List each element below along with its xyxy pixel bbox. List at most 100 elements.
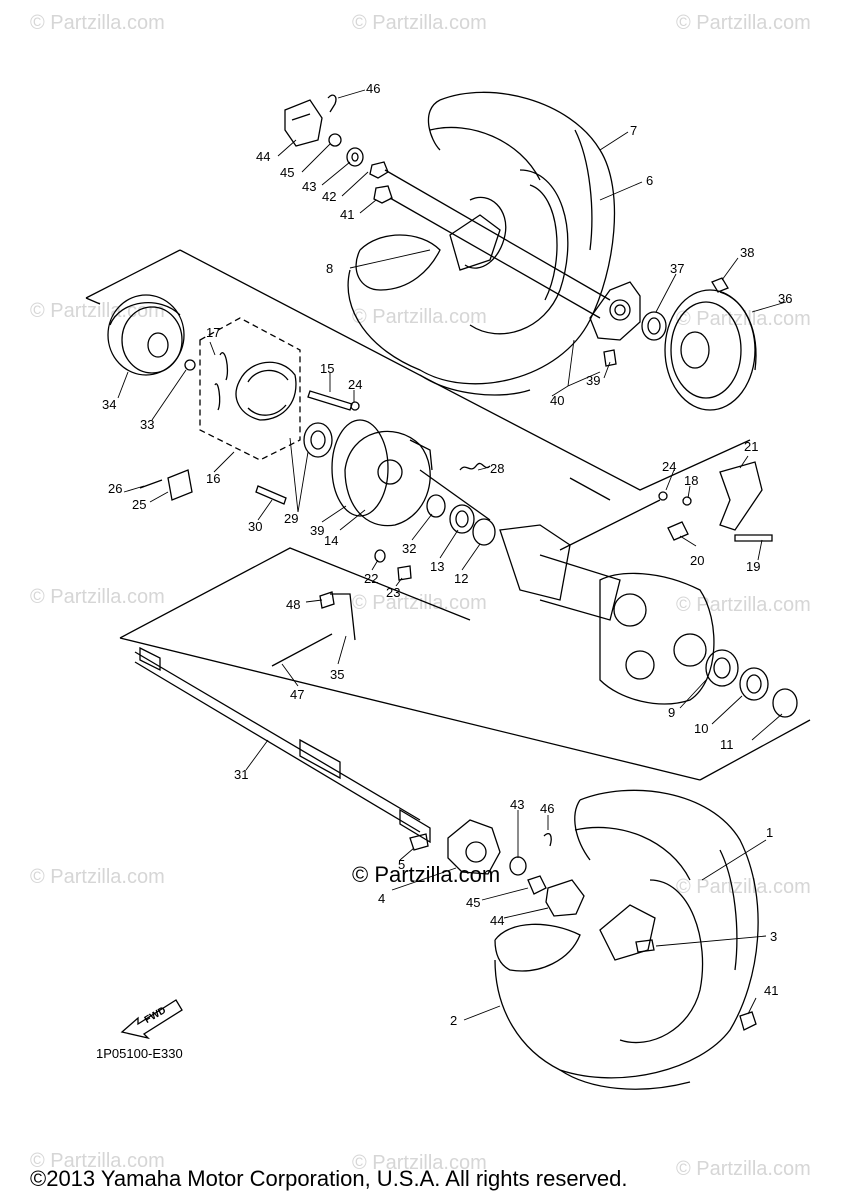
- callout-3: 3: [770, 929, 778, 944]
- callout-37: 38: [740, 245, 755, 260]
- callout-46: 46: [366, 81, 381, 96]
- callout-45b: 45: [466, 895, 481, 910]
- callout-6: 6: [646, 173, 654, 188]
- callout-5: 5: [398, 857, 406, 872]
- callout-25: 25: [132, 497, 147, 512]
- watermark: © Partzilla.com: [676, 1158, 811, 1180]
- callout-16: 16: [206, 471, 221, 486]
- brake-drum-35: [664, 289, 757, 411]
- callout-44b: 44: [490, 913, 505, 928]
- collar-11: [772, 688, 798, 718]
- washer-43b: [509, 856, 527, 876]
- hub-4: [447, 819, 501, 875]
- callout-48: 48: [286, 597, 301, 612]
- callout-11: 11: [720, 737, 734, 752]
- copyright-notice: ©2013 Yamaha Motor Corporation, U.S.A. A…: [30, 1166, 628, 1191]
- brake-drum-33: [107, 294, 185, 376]
- cotter-pin-46: [327, 94, 337, 113]
- nut-42: [369, 161, 389, 179]
- washer-43: [346, 147, 364, 167]
- callout-40: 39: [586, 373, 601, 388]
- bolt-40: [603, 349, 617, 367]
- washer-22: [374, 549, 386, 563]
- callout-7: 7: [630, 123, 638, 138]
- brake-panel-14: [344, 430, 433, 527]
- bolt-19: [734, 534, 773, 542]
- hub-39: [589, 281, 641, 341]
- watermark: © Partzilla.com: [30, 12, 165, 34]
- callout-35: 36: [778, 291, 793, 306]
- callout-19: 19: [746, 559, 761, 574]
- callout-47: 47: [290, 687, 305, 702]
- callout-24: 24: [348, 377, 363, 392]
- nut-41: [373, 185, 393, 204]
- circlip-24b: [658, 491, 668, 501]
- seal-10: [739, 667, 769, 701]
- washer-45: [328, 133, 342, 147]
- callout-43b: 43: [510, 797, 525, 812]
- callout-41: 41: [340, 207, 355, 222]
- watermark: © Partzilla.com: [30, 1150, 165, 1172]
- nut-45b: [527, 875, 547, 895]
- callout-32: 33: [140, 417, 155, 432]
- bolt-23: [397, 565, 412, 581]
- nut-41b: [739, 1011, 757, 1031]
- callout-38: 39: [310, 523, 325, 538]
- callout-43: 43: [302, 179, 317, 194]
- gasket-38: [331, 419, 389, 517]
- hub-nut-cap-44: [284, 99, 323, 147]
- callout-23: 23: [386, 585, 401, 600]
- callout-14: 14: [324, 533, 339, 548]
- bolt-29: [255, 485, 287, 505]
- watermark: © Partzilla.com: [676, 12, 811, 34]
- rear-tire-top: [347, 91, 616, 396]
- watermark: © Partzilla.com: [676, 876, 811, 898]
- seal-28: [303, 422, 333, 458]
- watermark: © Partzilla.com: [30, 586, 165, 608]
- callout-42: 42: [322, 189, 337, 204]
- watermark: © Partzilla.com: [352, 12, 487, 34]
- callout-24b: 24: [662, 459, 677, 474]
- callout-39: 40: [550, 393, 565, 408]
- brake-shoes-16: [235, 361, 297, 421]
- callout-30: 31: [234, 767, 249, 782]
- center-watermark: © Partzilla.com: [352, 862, 501, 887]
- pin-47: [271, 633, 333, 667]
- watermark: © Partzilla.com: [352, 1152, 487, 1174]
- circlip-24: [350, 401, 360, 411]
- callout-1: 1: [766, 825, 774, 840]
- bearing-9: [705, 649, 739, 687]
- watermark: © Partzilla.com: [676, 308, 811, 330]
- callout-13: 13: [430, 559, 445, 574]
- callout-45: 45: [280, 165, 295, 180]
- watermark: © Partzilla.com: [352, 592, 487, 614]
- axle-housing: [499, 524, 715, 705]
- callout-10: 10: [694, 721, 709, 736]
- hub-nut-cap-44b: [545, 879, 585, 917]
- fwd-arrow-icon: [120, 999, 183, 1040]
- rod-34: [330, 593, 356, 641]
- callout-33: 34: [102, 397, 117, 412]
- callout-20: 20: [690, 553, 705, 568]
- callout-15: 15: [320, 361, 335, 376]
- callout-27: 28: [490, 461, 505, 476]
- rear-tire-bottom: [494, 789, 759, 1090]
- callout-9: 9: [668, 705, 676, 720]
- callout-18: 18: [684, 473, 699, 488]
- watermark: © Partzilla.com: [30, 866, 165, 888]
- callout-8: 8: [326, 261, 334, 276]
- callout-4: 4: [378, 891, 386, 906]
- cotter-pin-46b: [543, 832, 552, 847]
- leader-lines: [117, 89, 787, 1021]
- brake-shoe-box: [199, 317, 301, 461]
- bolt-37: [711, 277, 729, 293]
- bolt-5: [409, 833, 429, 851]
- callout-31: 32: [402, 541, 417, 556]
- callout-22: 22: [364, 571, 379, 586]
- callout-12: 12: [454, 571, 469, 586]
- valve-3: [635, 939, 655, 953]
- callout-17: 17: [206, 325, 221, 340]
- camshaft-15: [307, 390, 353, 411]
